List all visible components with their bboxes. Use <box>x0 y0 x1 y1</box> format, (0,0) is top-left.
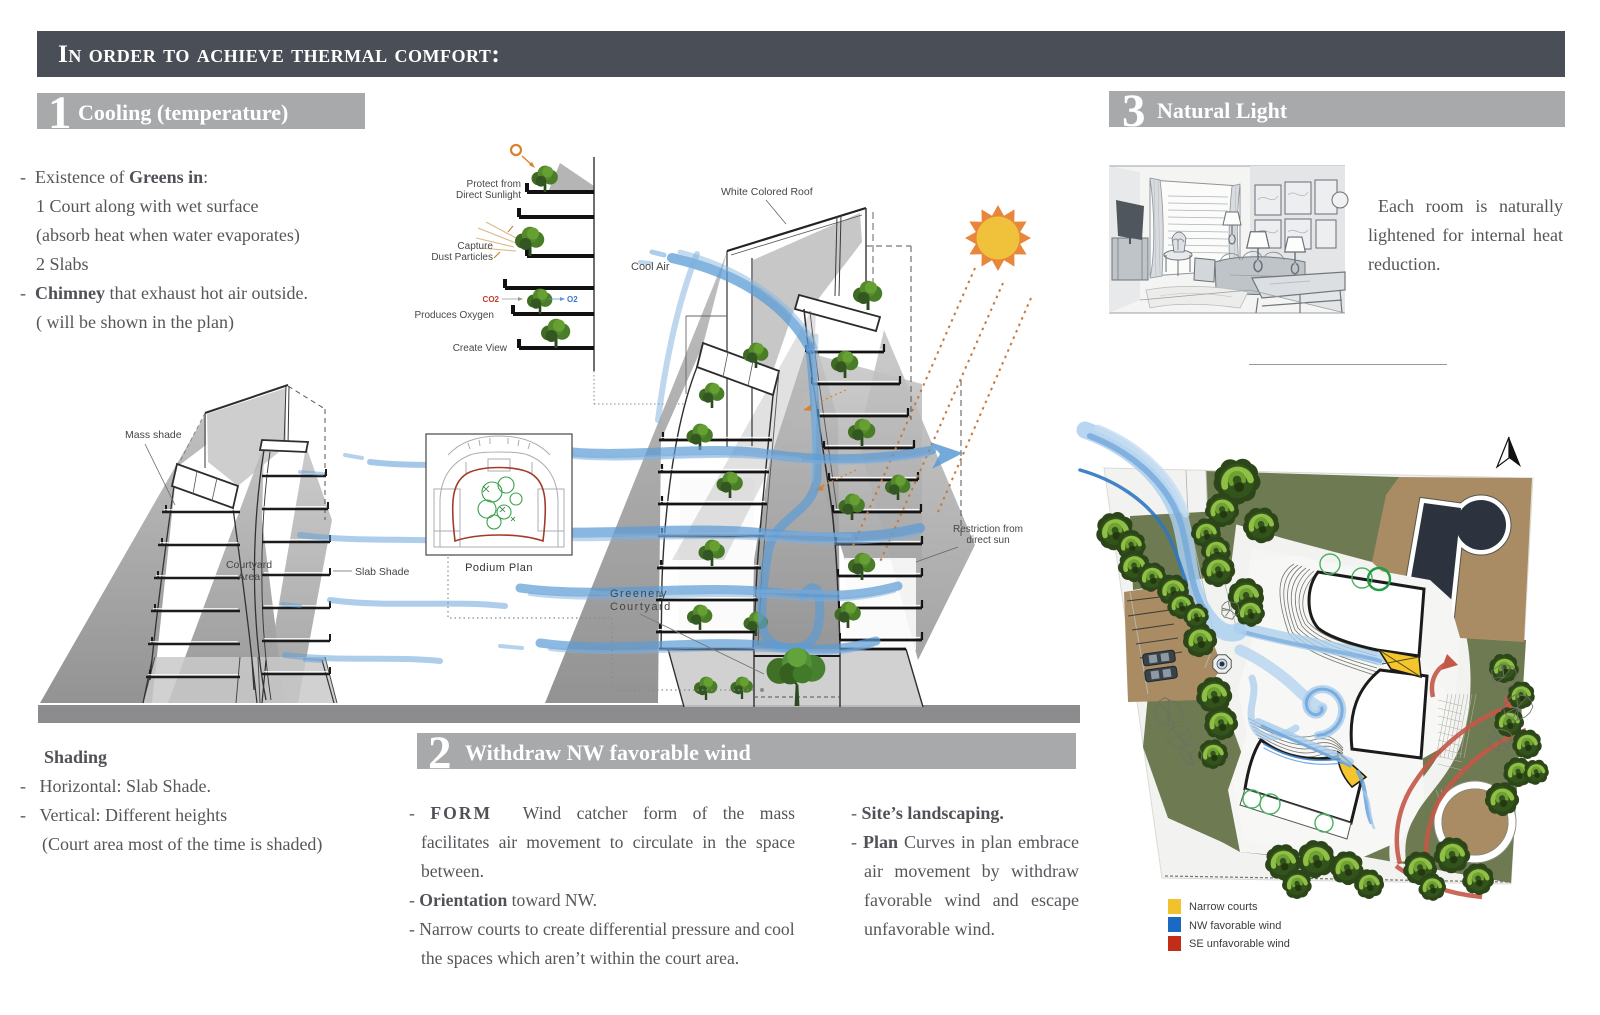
svg-text:SE unfavorable wind: SE unfavorable wind <box>1189 938 1290 950</box>
svg-text:O2: O2 <box>567 295 578 304</box>
svg-text:Narrow courts: Narrow courts <box>1189 901 1258 913</box>
svg-text:NW favorable wind: NW favorable wind <box>1189 920 1281 932</box>
svg-text:Courtyard: Courtyard <box>226 559 272 571</box>
svg-text:Mass shade: Mass shade <box>125 429 182 441</box>
svg-text:CO2: CO2 <box>483 295 500 304</box>
svg-text:White Colored Roof: White Colored Roof <box>721 186 813 198</box>
svg-text:Courtyard: Courtyard <box>610 601 672 613</box>
svg-text:Dust Particles: Dust Particles <box>431 252 493 263</box>
svg-text:Podium Plan: Podium Plan <box>465 562 533 574</box>
svg-text:Produces Oxygen: Produces Oxygen <box>415 310 495 321</box>
svg-text:Create View: Create View <box>453 343 508 354</box>
svg-text:Area: Area <box>238 571 260 583</box>
svg-text:Protect from: Protect from <box>467 179 521 190</box>
svg-text:direct sun: direct sun <box>966 535 1009 546</box>
svg-text:Greenery: Greenery <box>610 588 668 600</box>
svg-text:Cool Air: Cool Air <box>631 261 670 273</box>
svg-text:Restriction from: Restriction from <box>953 524 1023 535</box>
svg-text:Slab Shade: Slab Shade <box>355 566 409 578</box>
svg-text:Direct Sunlight: Direct Sunlight <box>456 190 521 201</box>
svg-text:Capture: Capture <box>457 241 493 252</box>
